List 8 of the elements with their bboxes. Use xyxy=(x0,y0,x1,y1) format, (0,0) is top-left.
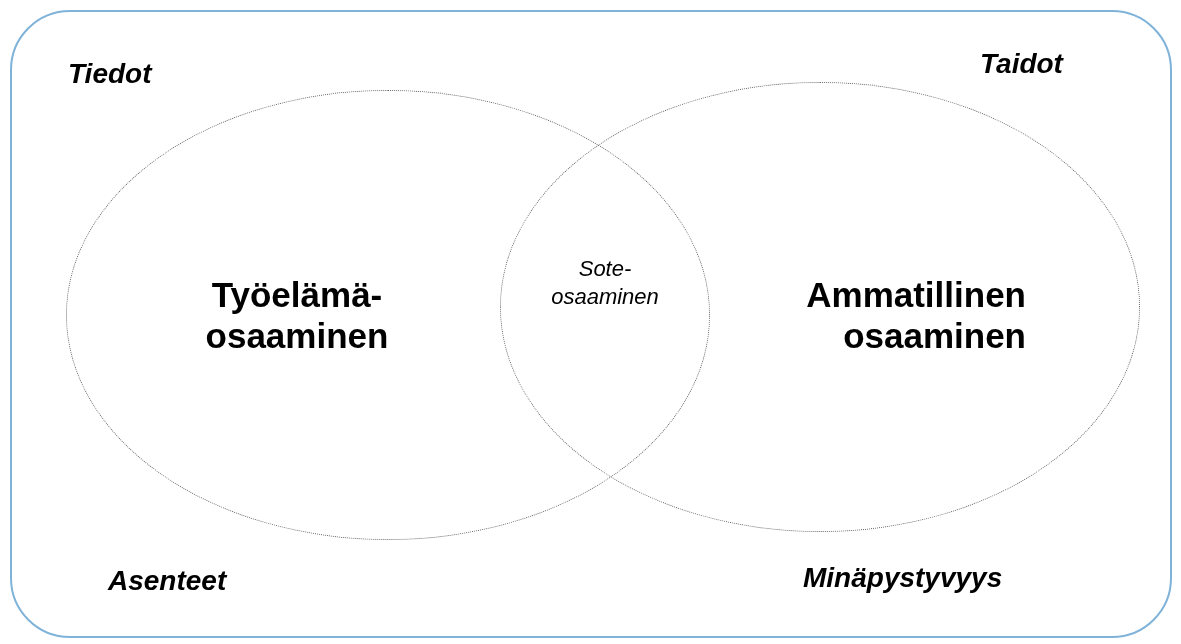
overlap-label: Sote- osaaminen xyxy=(550,255,660,311)
corner-label: Minäpystyvyys xyxy=(803,561,1003,595)
rounded-frame xyxy=(10,10,1172,638)
corner-label: Asenteet xyxy=(108,564,227,598)
corner-label: Tiedot xyxy=(68,57,152,91)
circle-title: Ammatillinen osaaminen xyxy=(805,274,1026,356)
circle-title: Työelämä- osaaminen xyxy=(204,274,390,356)
corner-label: Taidot xyxy=(980,47,1063,81)
